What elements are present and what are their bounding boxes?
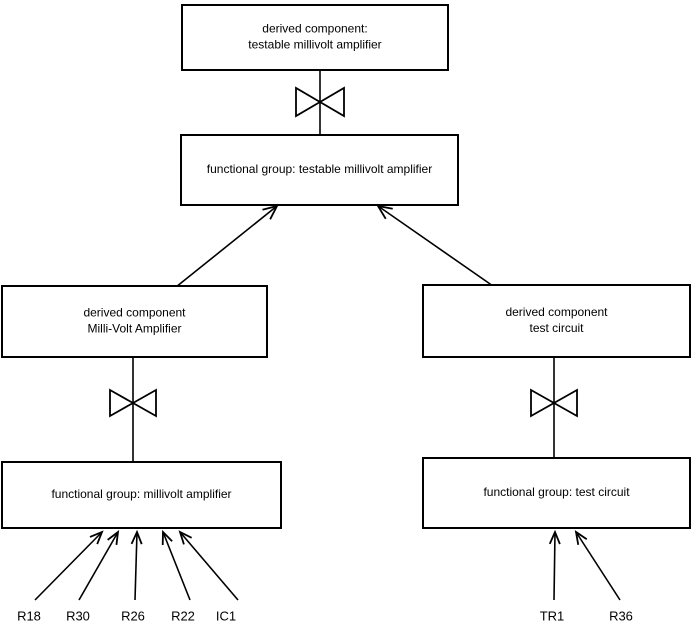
label-part-label-r30: R30 — [66, 608, 90, 623]
label-part-label-tr1: TR1 — [540, 608, 565, 623]
label-part-label-r36: R36 — [609, 608, 633, 623]
part-arrow-part-arrow-r26-head — [130, 529, 143, 545]
node-derived-test-circuit: derived component test circuit — [422, 284, 691, 358]
node-box-derived-test-circuit[interactable] — [422, 284, 691, 358]
node-label-derived-testable-millivolt-amplifier-line1: derived component: — [262, 22, 367, 36]
generalization-arrow-testcircuit-to-testable-head — [376, 204, 393, 220]
label-part-label-r18: R18 — [17, 608, 41, 623]
part-arrow-part-arrow-r30-head — [107, 529, 120, 546]
part-arrow-part-arrow-r22-shaft — [162, 531, 191, 601]
node-label-fg-testable-millivolt-amplifier-line1: functional group: testable millivolt amp… — [207, 162, 432, 176]
label-part-label-r26: R26 — [121, 608, 145, 623]
part-arrow-part-arrow-r36-shaft — [575, 531, 621, 601]
part-arrow-part-arrow-r30 — [78, 529, 120, 601]
label-part-label-ic1: IC1 — [216, 608, 236, 623]
node-label-fg-millivolt-amplifier-line1: functional group: millivolt amplifier — [51, 487, 231, 501]
bowtie-icon-bowtie-top — [295, 86, 345, 118]
part-arrow-part-arrow-r22-head — [161, 529, 173, 546]
node-box-derived-milli-volt-amplifier[interactable] — [1, 285, 268, 358]
node-label-derived-milli-volt-amplifier-line2: Milli-Volt Amplifier — [87, 322, 181, 336]
connector-bowtie-top — [295, 70, 345, 135]
node-box-fg-millivolt-amplifier[interactable] — [1, 461, 282, 529]
generalization-arrow-millivolt-to-testable — [175, 204, 279, 288]
connector-bowtie-right — [530, 357, 578, 458]
part-arrow-part-arrow-ic1-head — [178, 530, 193, 545]
node-label-derived-test-circuit-line2: test circuit — [529, 321, 584, 335]
generalization-arrow-millivolt-to-testable-shaft — [175, 205, 278, 288]
part-arrow-part-arrow-r18-shaft — [34, 531, 103, 601]
node-box-derived-testable-millivolt-amplifier[interactable] — [181, 4, 449, 71]
node-fg-millivolt-amplifier: functional group: millivolt amplifier — [1, 461, 282, 529]
part-arrow-part-arrow-r36 — [574, 530, 621, 601]
connector-bowtie-left — [109, 357, 157, 462]
part-arrow-part-arrow-r18 — [34, 530, 104, 601]
part-arrow-part-arrow-r26-shaft — [134, 531, 138, 601]
generalization-arrow-testcircuit-to-testable-shaft — [377, 205, 494, 287]
node-label-derived-testable-millivolt-amplifier-line2: testable millivolt amplifier — [248, 38, 381, 52]
node-label-derived-test-circuit-line1: derived component — [505, 305, 608, 319]
node-label-derived-milli-volt-amplifier-line1: derived component — [83, 306, 186, 320]
part-arrow-part-arrow-tr1 — [548, 529, 561, 601]
part-arrow-part-arrow-r36-head — [574, 530, 588, 545]
generalization-arrow-testcircuit-to-testable — [376, 204, 494, 287]
part-arrow-part-arrow-r18-head — [89, 530, 104, 545]
node-box-fg-testable-millivolt-amplifier[interactable] — [180, 134, 459, 206]
part-label-layer: R18 R30 R26 R22 IC1 TR1 R36 — [17, 608, 633, 623]
label-part-label-r22: R22 — [171, 608, 195, 623]
node-layer: derived component: testable millivolt am… — [1, 4, 691, 529]
bowtie-icon-bowtie-right — [530, 388, 578, 418]
node-box-fg-test-circuit[interactable] — [422, 457, 691, 529]
part-arrow-part-arrow-r30-shaft — [78, 531, 119, 601]
node-derived-testable-millivolt-amplifier: derived component: testable millivolt am… — [181, 4, 449, 71]
node-fg-testable-millivolt-amplifier: functional group: testable millivolt amp… — [180, 134, 459, 206]
part-arrow-part-arrow-tr1-head — [548, 529, 561, 545]
bowtie-icon-bowtie-left — [109, 388, 157, 418]
part-arrow-part-arrow-r26 — [130, 529, 143, 601]
part-arrow-layer — [34, 529, 621, 601]
bowtie-layer — [109, 70, 578, 462]
node-label-fg-test-circuit-line1: functional group: test circuit — [483, 485, 630, 499]
part-arrow-part-arrow-ic1 — [178, 530, 239, 601]
edge-layer — [175, 204, 494, 288]
part-arrow-part-arrow-tr1-shaft — [553, 531, 556, 601]
node-fg-test-circuit: functional group: test circuit — [422, 457, 691, 529]
part-arrow-part-arrow-r22 — [161, 529, 191, 601]
part-arrow-part-arrow-ic1-shaft — [179, 531, 239, 601]
